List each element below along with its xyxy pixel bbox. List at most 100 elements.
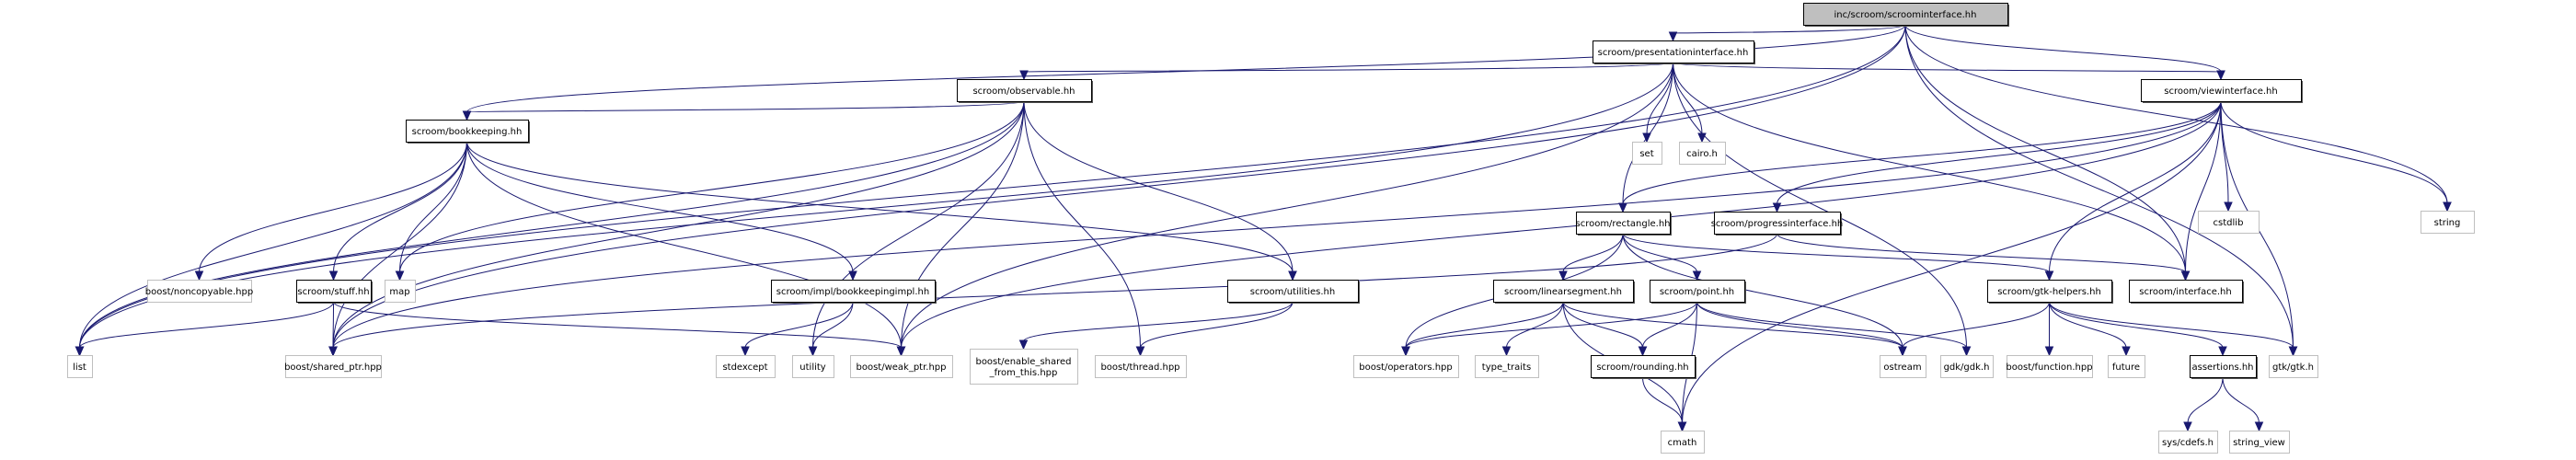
node-cmath: cmath: [1661, 431, 1705, 454]
node-shadow-point: [1651, 282, 1746, 304]
node-gdk: gdk/gdk.h: [1940, 355, 1994, 378]
node-gtkhelpers[interactable]: scroom/gtk-helpers.hh: [1987, 280, 2113, 304]
node-shadow-bookkeepingimpl: [773, 282, 937, 304]
edge-linearsegment-to-ostream: [1562, 301, 1903, 349]
node-progressinterface[interactable]: scroom/progressinterface.hh: [1711, 212, 1844, 236]
edge-rectangle-to-ostream: [1622, 233, 1903, 349]
arrowhead-rectangle-to-linearsegment: [1558, 270, 1568, 282]
node-shared_ptr: boost/shared_ptr.hpp: [284, 355, 382, 378]
edge-root-to-bookkeeping: [466, 24, 1906, 113]
node-shadow-gtkhelpers: [1989, 282, 2113, 304]
node-gtk: gtk/gtk.h: [2269, 355, 2318, 378]
arrowhead-progressinterface-to-shared_ptr: [328, 346, 338, 357]
node-box-presentationinterface: [1593, 40, 1754, 63]
node-label-linearsegment: scroom/linearsegment.hh: [1504, 287, 1622, 297]
node-box-set: [1632, 142, 1662, 165]
node-box-weak_ptr: [850, 355, 953, 378]
node-assertions[interactable]: assertions.hh: [2190, 355, 2258, 379]
node-label-rounding: scroom/rounding.hh: [1596, 362, 1688, 373]
edge-progressinterface-to-interface: [1777, 233, 2186, 273]
node-shadow-rounding: [1593, 357, 1696, 379]
node-thread: boost/thread.hpp: [1095, 355, 1187, 378]
node-observable[interactable]: scroom/observable.hh: [957, 79, 1093, 103]
node-label-ostream: ostream: [1883, 362, 1921, 373]
arrowhead-gtkhelpers-to-assertions: [2218, 346, 2227, 357]
edge-presentationinterface-to-rectangle: [1622, 62, 1673, 205]
node-shadow-presentationinterface: [1594, 42, 1755, 64]
node-box-enable_shared: [970, 349, 1078, 385]
arrowhead-rectangle-to-gtkhelpers: [2044, 270, 2054, 282]
edge-gtkhelpers-to-gtk: [2049, 301, 2294, 349]
node-box-stuff: [296, 280, 372, 303]
node-box-map: [385, 280, 416, 303]
node-cdefs: sys/cdefs.h: [2158, 431, 2218, 454]
node-utilities[interactable]: scroom/utilities.hh: [1227, 280, 1360, 304]
arrowhead-point-to-gdk: [1961, 346, 1972, 357]
arrowhead-presentationinterface-to-observable: [1019, 70, 1029, 81]
node-bookkeepingimpl[interactable]: scroom/impl/bookkeepingimpl.hh: [771, 280, 937, 304]
edge-root-to-presentationinterface: [1673, 24, 1906, 34]
node-label-viewinterface: scroom/viewinterface.hh: [2164, 86, 2277, 97]
node-stuff[interactable]: scroom/stuff.hh: [296, 280, 373, 304]
node-box-list: [67, 355, 93, 378]
node-root[interactable]: inc/scroom/scroominterface.hh: [1803, 3, 2009, 27]
node-label-shared_ptr: boost/shared_ptr.hpp: [284, 362, 382, 373]
node-box-thread: [1095, 355, 1187, 378]
edge-observable-to-shared_ptr: [332, 100, 1025, 349]
node-label-utility: utility: [799, 362, 826, 373]
node-string_view: string_view: [2229, 431, 2290, 454]
node-bookkeeping[interactable]: scroom/bookkeeping.hh: [406, 120, 530, 144]
node-label-point: scroom/point.hh: [1660, 287, 1734, 297]
node-box-shared_ptr: [285, 355, 382, 378]
arrowhead-linearsegment-to-type_traits: [1501, 346, 1512, 357]
edge-bookkeeping-to-stuff: [333, 141, 467, 273]
node-type_traits: type_traits: [1475, 355, 1539, 378]
node-label-stuff: scroom/stuff.hh: [297, 287, 369, 297]
node-boost_function: boost/function.hpp: [2006, 355, 2093, 378]
arrowhead-viewinterface-to-string: [2443, 201, 2452, 213]
node-rounding[interactable]: scroom/rounding.hh: [1591, 355, 1696, 379]
edge-root-to-shared_ptr: [332, 24, 1906, 349]
node-label-cmath: cmath: [1668, 438, 1697, 448]
node-label-root: inc/scroom/scroominterface.hh: [1834, 10, 1977, 20]
edge-observable-to-utilities: [1023, 100, 1294, 273]
edge-observable-to-bookkeeping: [466, 100, 1025, 113]
node-enable_shared: boost/enable_shared_from_this.hpp: [970, 349, 1078, 385]
node-point[interactable]: scroom/point.hh: [1650, 280, 1746, 304]
edge-root-to-gtk: [1904, 24, 2294, 349]
arrowhead-bookkeepingimpl-to-stdexcept: [741, 346, 750, 357]
node-rectangle[interactable]: scroom/rectangle.hh: [1575, 212, 1672, 236]
arrowhead-stuff-to-list: [75, 346, 85, 357]
node-label-list: list: [73, 362, 86, 373]
edge-observable-to-list: [79, 100, 1025, 349]
node-label-set: set: [1639, 149, 1653, 159]
node-label-cairo: cairo.h: [1686, 149, 1718, 159]
edge-rectangle-to-linearsegment: [1562, 233, 1624, 273]
node-viewinterface[interactable]: scroom/viewinterface.hh: [2141, 79, 2303, 103]
node-label-interface: scroom/interface.hh: [2139, 287, 2231, 297]
node-label-type_traits: type_traits: [1482, 362, 1531, 373]
node-box-utilities: [1227, 280, 1359, 303]
arrowhead-gtkhelpers-to-future: [2122, 346, 2131, 357]
node-ostream: ostream: [1880, 355, 1926, 378]
edge-viewinterface-to-cmath: [1682, 100, 2222, 424]
edge-viewinterface-to-progressinterface: [1777, 100, 2222, 205]
arrowhead-progressinterface-to-interface: [2180, 270, 2191, 282]
arrowhead-gtkhelpers-to-gtk: [2288, 346, 2298, 357]
node-label-rectangle: scroom/rectangle.hh: [1575, 219, 1670, 229]
edge-bookkeepingimpl-to-utility: [812, 301, 854, 349]
node-label-enable_shared: _from_this.hpp: [989, 368, 1058, 378]
node-presentationinterface[interactable]: scroom/presentationinterface.hh: [1593, 40, 1755, 64]
node-interface[interactable]: scroom/interface.hh: [2129, 280, 2244, 304]
arrowhead-bookkeeping-to-bookkeepingimpl: [848, 270, 857, 282]
node-linearsegment[interactable]: scroom/linearsegment.hh: [1493, 280, 1635, 304]
arrowhead-bookkeepingimpl-to-utility: [808, 346, 818, 357]
node-label-progressinterface: scroom/progressinterface.hh: [1711, 219, 1844, 229]
arrowhead-observable-to-bookkeeping: [462, 110, 472, 121]
node-shadow-progressinterface: [1716, 213, 1842, 236]
node-box-rounding: [1591, 355, 1696, 378]
edge-rounding-to-cmath: [1642, 376, 1683, 424]
arrowhead-rectangle-to-point: [1692, 270, 1702, 282]
edge-progressinterface-to-shared_ptr: [332, 233, 1777, 349]
